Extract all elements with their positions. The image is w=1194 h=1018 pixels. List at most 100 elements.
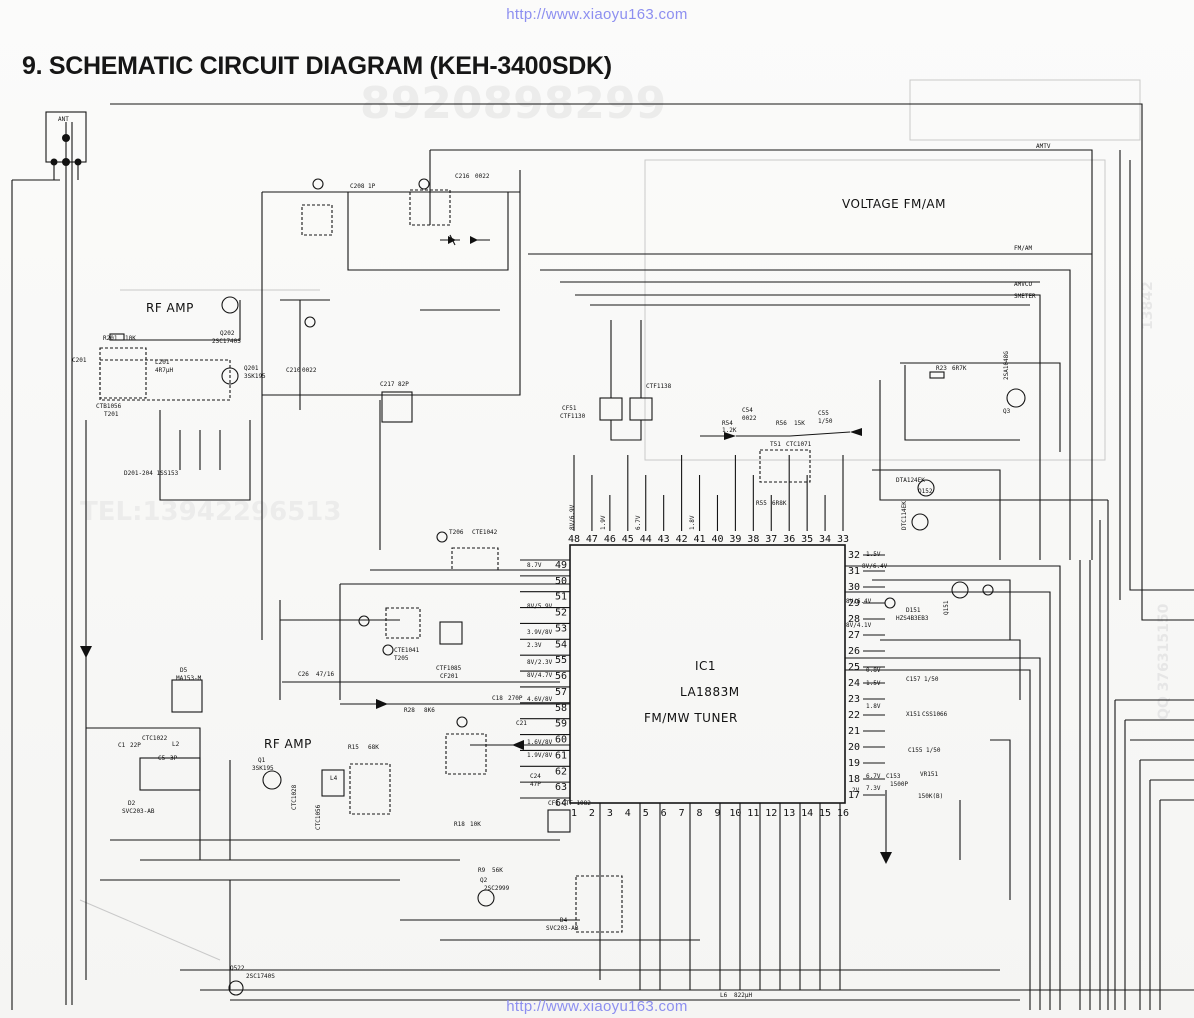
filter-cf201 xyxy=(439,621,463,645)
r56-label: R56 xyxy=(776,420,787,427)
transistor-q201 xyxy=(221,367,239,385)
c24-label: C24 xyxy=(530,773,541,780)
watermark-url-bottom[interactable]: http://www.xiaoyu163.com xyxy=(506,998,688,1015)
ic1-pin-31: 31 xyxy=(848,566,860,577)
c216-value: 0022 xyxy=(475,173,490,180)
transformer-t51 xyxy=(759,449,811,483)
transformer-t1 xyxy=(445,733,487,775)
ic1-function: FM/MW TUNER xyxy=(644,711,738,725)
r55-value: 6R8K xyxy=(772,500,787,507)
v-pin44: 6.7V xyxy=(635,515,642,530)
transistor-q202 xyxy=(221,296,239,314)
r15-value: 68K xyxy=(368,744,379,751)
c54-value: 0022 xyxy=(742,415,757,422)
c201-label: C201 xyxy=(72,357,87,364)
filter-cf51 xyxy=(599,397,623,421)
transistor-q151 xyxy=(951,581,969,599)
c216-label: C216 xyxy=(455,173,470,180)
c210-label: C210 xyxy=(286,367,301,374)
d151-part: HZS4B3EB3 xyxy=(896,615,929,622)
v-pin25: 1.5V xyxy=(866,680,881,687)
ic1-pin-13: 13 xyxy=(783,808,795,819)
ic1-pin-33: 33 xyxy=(837,534,849,545)
ic1-pin-55: 55 xyxy=(555,655,567,666)
antenna-connector[interactable]: ANT xyxy=(45,111,87,1005)
v-pin55: 8V/2.3V xyxy=(527,659,553,666)
ic1-pin-18: 18 xyxy=(848,774,860,785)
filter-cf1 xyxy=(547,809,571,833)
c210-value: 0022 xyxy=(302,367,317,374)
ic1-pin-46: 46 xyxy=(604,534,616,545)
cf51-label: CF51 xyxy=(562,405,577,412)
v-pin41: 1.8V xyxy=(689,515,696,530)
rf-amp-upper-section: RF AMP CTB1056 T201 R201 10K C201 L201 4… xyxy=(72,296,266,501)
transistor-q1 xyxy=(262,770,282,790)
l201-value: 4R7µH xyxy=(155,367,173,374)
diode-d205 xyxy=(448,236,456,244)
ic1-pin-7: 7 xyxy=(679,808,685,819)
ic1-pin-26: 26 xyxy=(848,646,860,657)
lower-rf-box xyxy=(349,763,391,815)
v-pin48: 8V/6.9V xyxy=(569,504,576,530)
q3-part: 2SA1048G xyxy=(1003,351,1010,380)
c18-label: C18 xyxy=(492,695,503,702)
ic1-part: LA1883M xyxy=(680,685,740,699)
rf-amp-lower-label: RF AMP xyxy=(264,737,312,751)
q2-part: 2SC2999 xyxy=(484,885,510,892)
transformer-t201 xyxy=(99,347,147,399)
c1-value: 22P xyxy=(130,742,141,749)
ic1-tuner[interactable]: IC1 LA1883M FM/MW TUNER 4950515253545556… xyxy=(520,455,885,819)
bleed-through-layer: 8920898299 TEL:13942296513 QQ 376315150 … xyxy=(79,78,1172,961)
cap-c217-block xyxy=(381,391,413,423)
document-title: 9. SCHEMATIC CIRCUIT DIAGRAM (KEH-3400SD… xyxy=(22,52,612,80)
watermark-url-top[interactable]: http://www.xiaoyu163.com xyxy=(506,6,688,23)
cf201-label: CF201 xyxy=(440,673,458,680)
q201-part: 3SK195 xyxy=(244,373,266,380)
if-filters[interactable]: CF51 CTF1130 CTF1138 xyxy=(560,320,672,441)
trimmer-2 xyxy=(418,178,430,190)
ic1-pin-39: 39 xyxy=(729,534,741,545)
ic1-pin-50: 50 xyxy=(555,576,567,587)
vr151-value: 150K(B) xyxy=(918,793,943,800)
ic1-pin-57: 57 xyxy=(555,687,567,698)
v-pin32: 1.5V xyxy=(866,551,881,558)
r18-value: 10K xyxy=(470,821,481,828)
transformer-t204 xyxy=(409,189,451,226)
cf52-part: CTF1138 xyxy=(646,383,672,390)
c21-label: C21 xyxy=(516,720,527,727)
c24-value: 47P xyxy=(530,781,541,788)
r18-label: R18 xyxy=(454,821,465,828)
ghost-box-2 xyxy=(909,79,1141,141)
ic1-pin-21: 21 xyxy=(848,726,860,737)
c1-label: C1 xyxy=(118,742,126,749)
diode-d5-box xyxy=(171,679,203,713)
ic1-pin-41: 41 xyxy=(694,534,706,545)
t201-label: T201 xyxy=(104,411,119,418)
ic1-pin-35: 35 xyxy=(801,534,813,545)
trimmer-4 xyxy=(436,531,448,543)
d4-part: SVC203-AB xyxy=(546,925,579,932)
ic1-pin-10: 10 xyxy=(729,808,741,819)
c217-label: C217 xyxy=(380,381,395,388)
ic1-pin-12: 12 xyxy=(765,808,777,819)
q202-label: Q202 xyxy=(220,330,235,337)
ic1-pin-62: 62 xyxy=(555,766,567,777)
trimmer-1 xyxy=(312,178,324,190)
r9-label: R9 xyxy=(478,867,486,874)
t206-part: CTE1042 xyxy=(472,529,498,536)
v-pin29: 8V/6.4V xyxy=(846,598,872,605)
c54-label: C54 xyxy=(742,407,753,414)
left-pin-voltages: 8.7V 8V/5.9V 3.9V/8V 2.3V 8V/2.3V 8V/4.7… xyxy=(527,562,553,759)
ctb1056-label: CTB1056 xyxy=(96,403,122,410)
frame-right-2 xyxy=(1129,160,1194,591)
trimmer-6 xyxy=(382,644,394,656)
t51-section[interactable]: T51 CTC1071 R54 1.2K R56 15K R55 6R8K C5… xyxy=(700,407,862,507)
c208-value: 1P xyxy=(368,183,376,190)
trimmer-9 xyxy=(456,716,468,728)
transistor-q152 xyxy=(917,479,935,497)
top-components[interactable]: C217 82P C216 0022 C208 1P C210 0022 xyxy=(286,173,490,656)
